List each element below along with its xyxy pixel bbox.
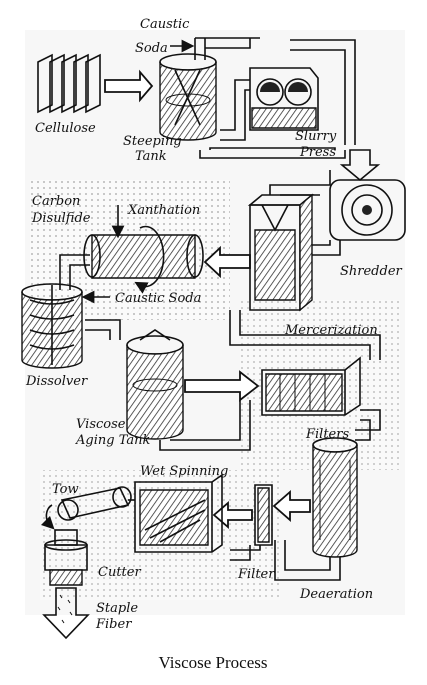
pipe-top-return (290, 39, 356, 145)
steeping-tank (159, 53, 217, 141)
cellulose-sheets (37, 53, 101, 114)
label-cutter: Cutter (98, 565, 141, 580)
label-staple-1: Staple (96, 601, 138, 616)
label-mercerization: Mercerization (284, 323, 378, 338)
staple-fiber-arrow (42, 587, 90, 640)
pipe-filters-to-deaeration (355, 409, 381, 441)
deaeration-tank (312, 437, 358, 558)
pipe-deaeration-to-filter (272, 490, 311, 522)
pipe-mercerization-to-xanthation (203, 245, 251, 279)
label-caustic-3: Caustic Soda (115, 291, 201, 306)
label-steeping-1: Steeping (123, 134, 182, 149)
label-slurry-2: Press (299, 145, 336, 160)
label-cellulose: Cellulose (35, 121, 96, 136)
pipe-aging-to-filters (184, 370, 260, 402)
pipe-steeping-to-slurry (220, 79, 250, 141)
pipe-shredder-out (305, 240, 341, 256)
pipe-mercerization-bottom (229, 310, 381, 360)
slurry-press (249, 67, 319, 131)
pipe-slurry-to-shredder (199, 147, 346, 159)
process-labels: Caustic Soda Cellulose Steeping Tank Slu… (25, 17, 403, 632)
label-shredder: Shredder (340, 264, 403, 279)
wet-spinning-bath (134, 473, 223, 553)
process-pipes (59, 37, 381, 581)
label-filter: Filter (237, 567, 275, 582)
viscose-aging-tank (126, 329, 184, 440)
label-filters: Filters (305, 427, 349, 442)
pipe-filter-to-spinning (212, 501, 253, 529)
pipe-xanthation-to-dissolver (59, 254, 90, 290)
label-carbon-1: Carbon (32, 194, 80, 209)
cutter (44, 529, 88, 586)
label-xanthation: Xanthation (127, 203, 200, 218)
label-slurry-1: Slurry (295, 129, 337, 144)
pipe-cellulose-to-steeping (104, 69, 154, 103)
pipe-deaeration-bottom (274, 540, 341, 581)
label-wet-spinning: Wet Spinning (140, 464, 228, 479)
label-viscose-aging-2: Aging Tank (75, 433, 150, 448)
label-dissolver: Dissolver (25, 374, 88, 389)
pipe-spinning-bottom (230, 545, 261, 561)
filter-unit (254, 484, 273, 546)
label-deaeration: Deaeration (299, 587, 373, 602)
label-staple-2: Fiber (95, 617, 132, 632)
shredder (329, 149, 406, 241)
mercerization-tank (247, 193, 315, 312)
label-tow: Tow (52, 482, 79, 497)
label-carbon-2: Disulfide (31, 211, 91, 226)
label-steeping-2: Tank (135, 149, 167, 164)
label-caustic-2: Soda (135, 41, 168, 56)
dissolver (21, 283, 110, 369)
tow-rollers (40, 486, 135, 530)
diagram-caption: Viscose Process (159, 653, 268, 672)
pipe-aging-bottom (159, 400, 251, 451)
pipe-dissolver-to-aging (85, 319, 121, 340)
label-caustic-1: Caustic (140, 17, 190, 32)
pipe-caustic-feed (194, 37, 260, 60)
xanthation-drum (83, 205, 204, 294)
filters-unit (261, 356, 361, 416)
label-viscose-aging-1: Viscose (76, 417, 126, 432)
